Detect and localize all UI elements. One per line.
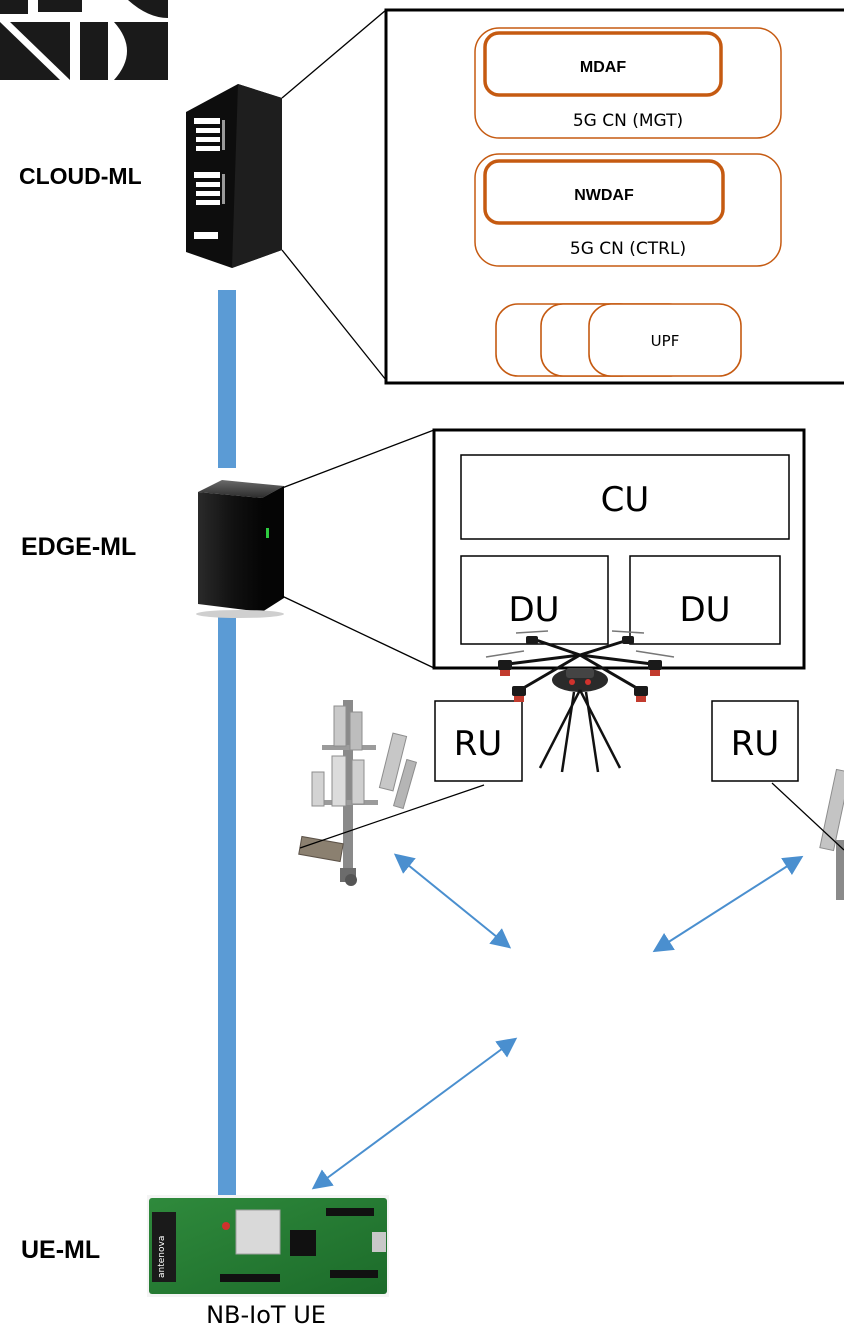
ru-label-right: RU <box>731 724 780 764</box>
cell-tower-icon <box>819 768 844 900</box>
logo-icon <box>0 0 168 80</box>
cell-tower-icon <box>298 700 418 886</box>
tier-label-ue: UE-ML <box>21 1236 100 1264</box>
server-rack-icon <box>186 84 282 268</box>
du-label-right: DU <box>679 590 730 630</box>
cu-box <box>460 454 790 540</box>
nwdaf-label: NWDAF <box>574 187 634 204</box>
mgt-plane-box <box>474 27 782 139</box>
mdaf-label: MDAF <box>580 59 626 76</box>
mgt-plane-label: 5G CN (MGT) <box>573 111 683 131</box>
zoom-line <box>281 249 387 381</box>
device-caption: NB-IoT UE <box>206 1301 326 1329</box>
cu-label: CU <box>601 480 650 520</box>
ru-box-right <box>711 700 799 782</box>
edge-ran-box: CU DU DU <box>432 428 806 670</box>
du-label-left: DU <box>508 590 559 630</box>
module-text: antenova <box>157 1236 167 1278</box>
du-box-right <box>629 555 781 645</box>
ru-feeder-line <box>299 784 485 849</box>
upf-box <box>588 303 742 377</box>
backhaul-link <box>218 290 236 1195</box>
edge-server-icon <box>196 480 284 618</box>
mdaf-box <box>483 31 723 97</box>
upf-label: UPF <box>651 332 680 350</box>
zoom-line <box>281 9 387 99</box>
ctrl-plane-label: 5G CN (CTRL) <box>570 239 686 259</box>
ru-feeder-line <box>771 782 844 851</box>
drone-icon <box>485 630 675 773</box>
ctrl-plane-box <box>474 153 782 267</box>
tier-label-cloud: CLOUD-ML <box>19 163 142 189</box>
ru-box-left <box>434 700 523 782</box>
iot-board-icon: antenova <box>147 1195 389 1297</box>
zoom-line <box>281 595 435 669</box>
nwdaf-box <box>483 159 725 225</box>
tier-label-edge: EDGE-ML <box>21 533 136 561</box>
zoom-line <box>281 429 435 489</box>
wireless-links <box>311 853 804 1190</box>
cloud-core-box: MDAF 5G CN (MGT) NWDAF 5G CN (CTRL) UPF <box>384 8 844 385</box>
ru-label-left: RU <box>454 724 503 764</box>
du-box-left <box>460 555 609 645</box>
